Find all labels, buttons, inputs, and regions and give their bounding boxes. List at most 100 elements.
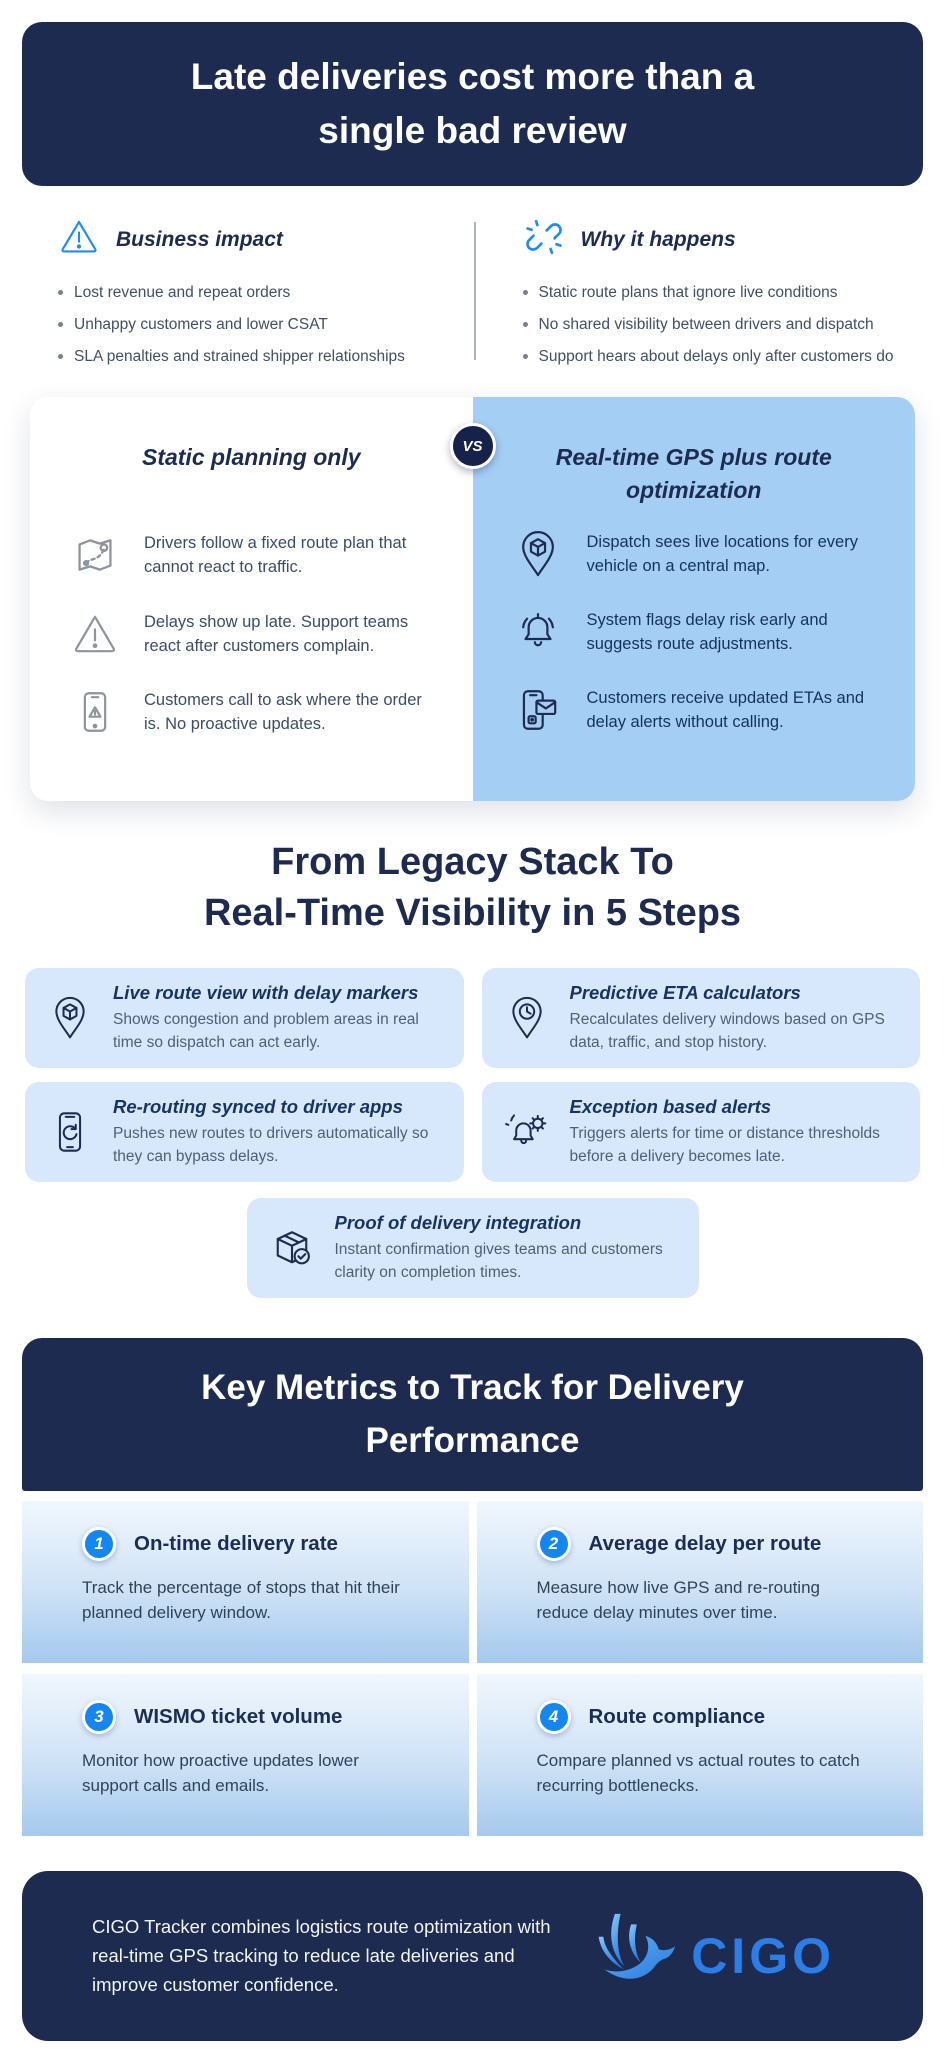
step-card: Re-routing synced to driver apps Pushes …: [25, 1082, 464, 1182]
step-description: Recalculates delivery windows based on G…: [570, 1009, 901, 1054]
steps-section-title: From Legacy Stack To Real-Time Visibilit…: [0, 837, 945, 938]
bullet-dot-icon: [58, 322, 63, 327]
clock-pin-icon: [502, 995, 552, 1041]
metrics-banner: Key Metrics to Track for Delivery Perfor…: [22, 1338, 923, 1491]
metric-header: 2 Average delay per route: [537, 1527, 896, 1561]
step-card: Exception based alerts Triggers alerts f…: [482, 1082, 921, 1182]
realtime-gps-title: Real-time GPS plus route optimization: [529, 441, 859, 507]
steps-title-line1: From Legacy Stack To: [0, 837, 945, 888]
bullet-dot-icon: [58, 290, 63, 295]
comparison-card: VS Static planning only Drivers follow a…: [30, 397, 915, 801]
metrics-title-line1: Key Metrics to Track for Delivery: [201, 1362, 744, 1415]
cigo-logo: CIGO: [591, 1908, 835, 2005]
why-it-happens-header: Why it happens: [523, 216, 930, 263]
bullet-item: SLA penalties and strained shipper relat…: [58, 347, 447, 367]
warning-triangle-icon: [58, 216, 100, 263]
broken-link-icon: [523, 216, 565, 263]
metric-card: 4 Route compliance Compare planned vs ac…: [477, 1674, 924, 1836]
step-card: Live route view with delay markers Shows…: [25, 968, 464, 1068]
bullet-dot-icon: [58, 354, 63, 359]
metric-number-badge: 1: [82, 1527, 116, 1561]
metrics-grid: 1 On-time delivery rate Track the percen…: [22, 1501, 923, 1836]
metric-description: Track the percentage of stops that hit t…: [82, 1576, 412, 1625]
bell-gear-icon: [502, 1109, 552, 1155]
box-check-icon: [267, 1224, 317, 1272]
bullet-item: Static route plans that ignore live cond…: [523, 283, 930, 303]
step-card: Predictive ETA calculators Recalculates …: [482, 968, 921, 1068]
step-card-text: Live route view with delay markers Shows…: [113, 982, 444, 1054]
metric-number-badge: 3: [82, 1700, 116, 1734]
metric-description: Monitor how proactive updates lower supp…: [82, 1749, 412, 1798]
package-pin-icon: [45, 995, 95, 1041]
step-card-text: Re-routing synced to driver apps Pushes …: [113, 1096, 444, 1168]
cigo-logo-text: CIGO: [691, 1927, 835, 1985]
metric-description: Compare planned vs actual routes to catc…: [537, 1749, 867, 1798]
step-title: Proof of delivery integration: [335, 1212, 679, 1234]
metric-header: 4 Route compliance: [537, 1700, 896, 1734]
list-item: Dispatch sees live locations for every v…: [511, 529, 878, 579]
bullet-dot-icon: [523, 322, 528, 327]
step-description: Pushes new routes to drivers automatical…: [113, 1123, 444, 1168]
step-card-proof-of-delivery: Proof of delivery integration Instant co…: [247, 1198, 699, 1298]
static-planning-items: Drivers follow a fixed route plan that c…: [68, 529, 435, 737]
step-description: Instant confirmation gives teams and cus…: [335, 1239, 679, 1284]
business-impact-list: Lost revenue and repeat orders Unhappy c…: [58, 283, 447, 367]
why-it-happens-list: Static route plans that ignore live cond…: [523, 283, 930, 367]
metric-title: Average delay per route: [589, 1532, 822, 1556]
warning-triangle-icon: [68, 609, 122, 659]
step-title: Predictive ETA calculators: [570, 982, 901, 1004]
step-card-text: Proof of delivery integration Instant co…: [335, 1212, 679, 1284]
metric-header: 1 On-time delivery rate: [82, 1527, 441, 1561]
why-it-happens-column: Why it happens Static route plans that i…: [473, 216, 945, 379]
phone-message-icon: [511, 685, 565, 735]
metric-title: On-time delivery rate: [134, 1532, 338, 1556]
step-title: Re-routing synced to driver apps: [113, 1096, 444, 1118]
metric-title: WISMO ticket volume: [134, 1705, 342, 1729]
step-title: Exception based alerts: [570, 1096, 901, 1118]
metric-number-badge: 4: [537, 1700, 571, 1734]
step-card-text: Exception based alerts Triggers alerts f…: [570, 1096, 901, 1168]
list-item: Drivers follow a fixed route plan that c…: [68, 529, 435, 581]
realtime-gps-panel: Real-time GPS plus route optimization Di…: [473, 397, 916, 801]
list-item: System flags delay risk early and sugges…: [511, 607, 878, 657]
footer-card: CIGO Tracker combines logistics route op…: [22, 1871, 923, 2041]
column-divider: [474, 222, 476, 360]
static-planning-title: Static planning only: [68, 441, 435, 507]
steps-section: From Legacy Stack To Real-Time Visibilit…: [0, 837, 945, 1298]
steps-grid: Live route view with delay markers Shows…: [25, 968, 920, 1182]
metric-description: Measure how live GPS and re-routing redu…: [537, 1576, 867, 1625]
bullet-dot-icon: [523, 290, 528, 295]
map-route-icon: [68, 529, 122, 581]
step-card-text: Predictive ETA calculators Recalculates …: [570, 982, 901, 1054]
bullet-item: Unhappy customers and lower CSAT: [58, 315, 447, 335]
metric-card: 1 On-time delivery rate Track the percen…: [22, 1501, 469, 1663]
why-it-happens-heading: Why it happens: [581, 228, 736, 252]
metrics-title-line2: Performance: [366, 1415, 580, 1468]
footer-text: CIGO Tracker combines logistics route op…: [92, 1913, 572, 1999]
header-banner: Late deliveries cost more than a single …: [22, 22, 923, 186]
step-description: Shows congestion and problem areas in re…: [113, 1009, 444, 1054]
business-impact-header: Business impact: [58, 216, 447, 263]
metric-card: 3 WISMO ticket volume Monitor how proact…: [22, 1674, 469, 1836]
page-title-line2: single bad review: [318, 104, 626, 158]
business-impact-heading: Business impact: [116, 228, 283, 252]
metric-number-badge: 2: [537, 1527, 571, 1561]
package-pin-icon: [511, 529, 565, 579]
bullet-item: Support hears about delays only after cu…: [523, 347, 930, 367]
static-planning-panel: Static planning only Drivers follow a fi…: [30, 397, 473, 801]
metric-card: 2 Average delay per route Measure how li…: [477, 1501, 924, 1663]
list-item: Delays show up late. Support teams react…: [68, 609, 435, 659]
step-description: Triggers alerts for time or distance thr…: [570, 1123, 901, 1168]
cigo-bird-icon: [591, 1908, 677, 2005]
bullet-item: Lost revenue and repeat orders: [58, 283, 447, 303]
metric-title: Route compliance: [589, 1705, 766, 1729]
realtime-gps-items: Dispatch sees live locations for every v…: [511, 529, 878, 735]
phone-sync-icon: [45, 1109, 95, 1155]
vs-badge: VS: [450, 423, 496, 469]
metric-header: 3 WISMO ticket volume: [82, 1700, 441, 1734]
list-item: Customers call to ask where the order is…: [68, 687, 435, 737]
steps-title-line2: Real-Time Visibility in 5 Steps: [0, 888, 945, 939]
list-item: Customers receive updated ETAs and delay…: [511, 685, 878, 735]
metrics-section: Key Metrics to Track for Delivery Perfor…: [0, 1338, 945, 1836]
business-impact-column: Business impact Lost revenue and repeat …: [0, 216, 473, 379]
